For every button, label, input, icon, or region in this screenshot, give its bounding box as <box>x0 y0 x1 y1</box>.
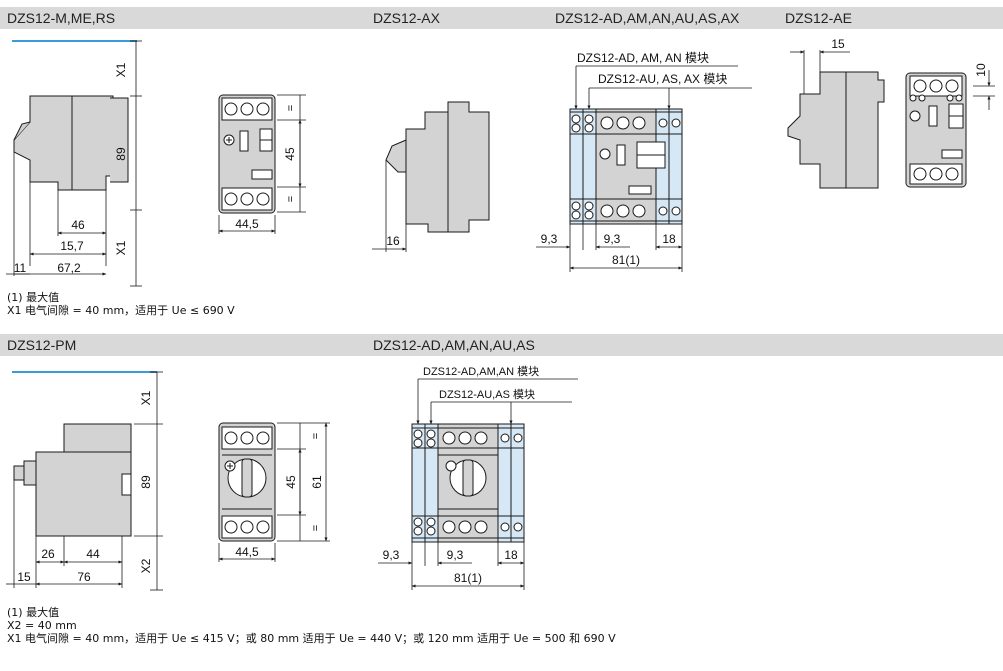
note-x2: X2 = 40 mm <box>7 619 77 632</box>
pm-dim-89: 89 <box>139 475 153 489</box>
front-eq-top: = <box>285 105 297 111</box>
pm-front-eq-bottom: = <box>310 525 322 531</box>
pm-dim-x1: X1 <box>139 390 153 405</box>
side-view-dzs12-m <box>12 40 137 191</box>
front-eq-bottom: = <box>285 196 297 202</box>
note-max-value: (1) 最大值 <box>7 291 60 304</box>
module2-dim-9-3-a: 9,3 <box>383 548 400 562</box>
module2-label-au-as: DZS12-AU,AS 模块 <box>439 388 535 401</box>
note-clearance-x1-2: X1 电气间隙 = 40 mm，适用于 Ue ≤ 415 V；或 80 mm 适… <box>7 632 616 645</box>
pm-dim-44: 44 <box>86 547 100 561</box>
side-view-dzs12-ax <box>385 101 490 233</box>
pm-front-dim-44-5: 44,5 <box>235 545 259 559</box>
front-view-dzs12-pm <box>218 422 276 542</box>
section1-header-bar: DZS12-M,ME,RS DZS12-AX DZS12-AD,AM,AN,AU… <box>0 7 1003 29</box>
ae-dim-10: 10 <box>974 63 988 77</box>
dim-46: 46 <box>71 218 85 232</box>
dim-11: 11 <box>14 261 27 275</box>
side-view-dzs12-ae <box>787 71 885 189</box>
module-2-leaders <box>378 378 578 590</box>
section2-header-bar: DZS12-PM DZS12-AD,AM,AN,AU,AS <box>0 334 1003 356</box>
module-label-ad-am-an: DZS12-AD, AM, AN 模块 <box>577 51 709 65</box>
module-dim-18: 18 <box>662 232 676 246</box>
module2-dim-9-3-b: 9,3 <box>447 548 464 562</box>
note-clearance-x1: X1 电气间隙 = 40 mm，适用于 Ue ≤ 690 V <box>7 304 235 317</box>
front-dim-45: 45 <box>283 147 297 161</box>
module-dim-81: 81(1) <box>612 253 640 267</box>
side-dims-dzs12-pm <box>6 371 163 591</box>
module-dim-9-3-a: 9,3 <box>541 232 558 246</box>
pm-front-dim-45: 45 <box>284 475 298 489</box>
header-dzs12-ae: DZS12-AE <box>785 10 852 26</box>
ae-dim-15: 15 <box>831 37 845 51</box>
header-dzs12-modules-2: DZS12-AD,AM,AN,AU,AS <box>373 337 535 353</box>
module-assembly-1 <box>569 108 683 225</box>
header-dzs12-modules: DZS12-AD,AM,AN,AU,AS,AX <box>555 10 740 26</box>
module-assembly-2 <box>411 423 525 543</box>
section1-notes: (1) 最大值 X1 电气间隙 = 40 mm，适用于 Ue ≤ 690 V <box>7 291 235 317</box>
ax-dim-16: 16 <box>386 234 400 248</box>
header-dzs12-ax: DZS12-AX <box>373 10 440 26</box>
front-dims-dzs12-m <box>218 94 306 234</box>
pm-dim-26: 26 <box>41 547 55 561</box>
pm-front-eq-top: = <box>310 433 322 439</box>
module-1-leaders <box>536 65 752 272</box>
dim-x1-bottom: X1 <box>114 240 128 255</box>
module-dim-9-3-b: 9,3 <box>604 232 621 246</box>
dim-67-2: 67,2 <box>57 261 81 275</box>
dim-x1-top: X1 <box>114 62 128 77</box>
pm-dim-15: 15 <box>17 570 31 584</box>
note-max-value-2: (1) 最大值 <box>7 606 60 619</box>
front-view-dzs12-m <box>218 94 276 214</box>
dim-89: 89 <box>114 147 128 161</box>
ae-dims <box>790 50 995 110</box>
front-view-dzs12-ae <box>905 72 967 188</box>
pm-dim-76: 76 <box>77 570 91 584</box>
ax-dims <box>372 160 407 252</box>
pm-front-dim-61: 61 <box>310 475 324 489</box>
module2-dim-18: 18 <box>504 548 518 562</box>
side-view-dzs12-pm <box>12 371 157 537</box>
module-label-au-as-ax: DZS12-AU, AS, AX 模块 <box>598 72 727 86</box>
front-dim-44-5: 44,5 <box>235 217 259 231</box>
module2-label-ad-am-an: DZS12-AD,AM,AN 模块 <box>423 365 539 378</box>
section2-notes: (1) 最大值 X2 = 40 mm X1 电气间隙 = 40 mm，适用于 U… <box>7 606 616 645</box>
header-dzs12-m: DZS12-M,ME,RS <box>7 10 116 26</box>
front-dims-dzs12-pm <box>218 422 330 562</box>
module2-dim-81: 81(1) <box>454 571 482 585</box>
dim-15-7: 15,7 <box>60 239 84 253</box>
side-dims-dzs12-m <box>6 40 142 287</box>
pm-dim-x2: X2 <box>139 558 153 573</box>
header-dzs12-pm: DZS12-PM <box>7 337 77 353</box>
